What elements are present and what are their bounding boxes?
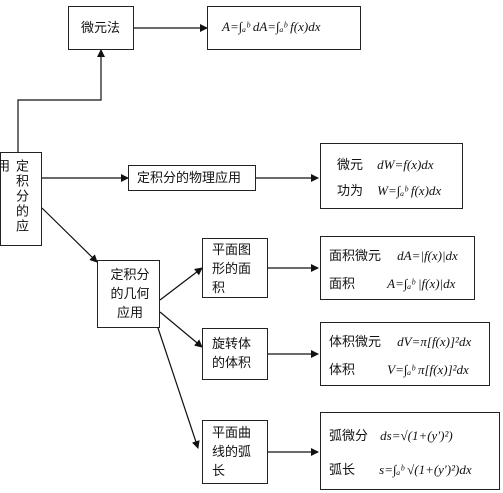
node-micro-label: 微元法 <box>81 21 121 36</box>
area-row-1-label: 面积微元 <box>329 249 382 264</box>
arc-row-2-label: 弧长 <box>329 463 356 478</box>
arrow-geometry-to-volume <box>159 311 203 348</box>
formula-arc-row-1: 弧微分 ds=√(1+(y′)²) <box>329 425 453 444</box>
formula-physics-row-2: 功为 W=∫ₐᵇ f(x)dx <box>337 180 441 199</box>
node-plane-area-label: 平面图形的面积 <box>212 243 252 296</box>
formula-micro-box: A=∫ₐᵇ dA=∫ₐᵇ f(x)dx <box>207 6 361 50</box>
formula-volume-row-1: 体积微元 dV=π[f(x)]²dx <box>329 331 471 350</box>
area-row-1-formula: dA=|f(x)|dx <box>397 248 458 263</box>
arc-row-1-formula: ds=√(1+(y′)²) <box>380 428 453 443</box>
formula-physics-box: 微元 dW=f(x)dx 功为 W=∫ₐᵇ f(x)dx <box>320 143 463 209</box>
node-physics-label: 定积分的物理应用 <box>137 171 242 186</box>
volume-row-1-formula: dV=π[f(x)]²dx <box>397 334 472 349</box>
node-solid-volume-label: 旋转体的体积 <box>212 337 252 371</box>
formula-arc-row-2: 弧长 s=∫ₐᵇ √(1+(y′)²)dx <box>329 459 472 478</box>
node-root-label: 定积分的应用 <box>0 159 28 234</box>
physics-row-1-formula: dW=f(x)dx <box>377 157 434 172</box>
formula-area-row-2: 面积 A=∫ₐᵇ |f(x)|dx <box>329 273 455 292</box>
physics-row-2-formula: W=∫ₐᵇ f(x)dx <box>377 183 442 198</box>
area-row-2-label: 面积 <box>329 277 356 292</box>
node-plane-area: 平面图形的面积 <box>202 238 268 298</box>
arrow-root-to-geometry <box>41 207 98 263</box>
node-arc-length-label: 平面曲线的弧长 <box>212 426 252 479</box>
formula-arc-box: 弧微分 ds=√(1+(y′)²) 弧长 s=∫ₐᵇ √(1+(y′)²)dx <box>320 412 500 490</box>
node-geometry-label: 定积分的几何应用 <box>110 268 150 321</box>
node-physics: 定积分的物理应用 <box>128 165 256 191</box>
formula-area-box: 面积微元 dA=|f(x)|dx 面积 A=∫ₐᵇ |f(x)|dx <box>320 236 475 300</box>
arc-row-2-formula: s=∫ₐᵇ √(1+(y′)²)dx <box>379 462 472 477</box>
arrow-root-to-micro <box>17 49 105 152</box>
formula-physics-row-1: 微元 dW=f(x)dx <box>337 154 434 173</box>
physics-row-2-label: 功为 <box>337 184 364 199</box>
volume-row-1-label: 体积微元 <box>329 335 382 350</box>
physics-row-1-label: 微元 <box>337 158 364 173</box>
formula-micro: A=∫ₐᵇ dA=∫ₐᵇ f(x)dx <box>222 19 321 34</box>
formula-volume-box: 体积微元 dV=π[f(x)]²dx 体积 V=∫ₐᵇ π[f(x)]²dx <box>320 322 490 386</box>
arrow-geometry-to-area <box>159 267 203 301</box>
arrow-geometry-to-arc <box>155 321 200 449</box>
node-geometry: 定积分的几何应用 <box>97 260 160 328</box>
volume-row-2-label: 体积 <box>329 363 356 378</box>
node-arc-length: 平面曲线的弧长 <box>202 420 268 484</box>
formula-area-row-1: 面积微元 dA=|f(x)|dx <box>329 245 458 264</box>
node-solid-volume: 旋转体的体积 <box>202 328 268 380</box>
volume-row-2-formula: V=∫ₐᵇ π[f(x)]²dx <box>387 362 469 377</box>
arc-row-1-label: 弧微分 <box>329 429 369 444</box>
node-micro: 微元法 <box>68 6 134 50</box>
node-root: 定积分的应用 <box>0 152 42 246</box>
formula-volume-row-2: 体积 V=∫ₐᵇ π[f(x)]²dx <box>329 359 469 378</box>
area-row-2-formula: A=∫ₐᵇ |f(x)|dx <box>387 276 456 291</box>
